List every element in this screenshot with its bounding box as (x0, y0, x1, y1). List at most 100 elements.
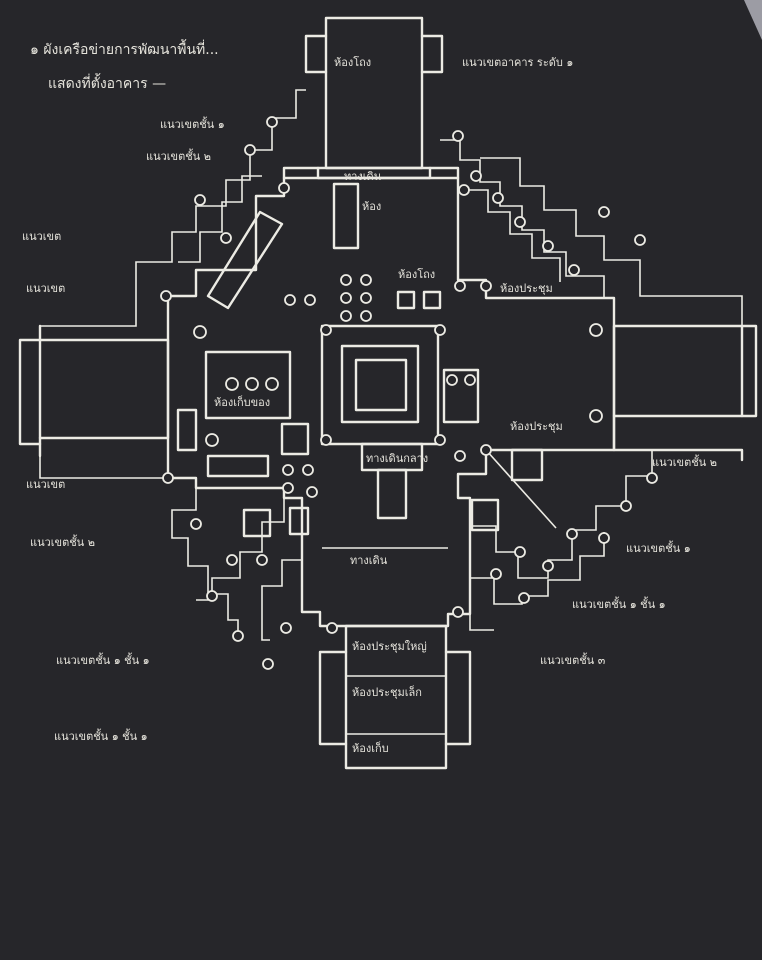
column (340, 292, 352, 304)
south-wing (318, 624, 472, 770)
central-top-edge (282, 166, 460, 180)
ne-stair-1 (440, 139, 605, 298)
column (514, 216, 526, 228)
east-small-box (442, 368, 480, 424)
column (282, 464, 294, 476)
south-square-left-2 (288, 506, 310, 536)
label-south-block-3: ห้องเก็บ (352, 741, 389, 755)
column (454, 450, 466, 462)
column (340, 274, 352, 286)
label-south-block-1: ห้องประชุมใหญ่ (352, 640, 427, 653)
column (266, 116, 278, 128)
column (589, 409, 603, 423)
east-wing-cap (740, 324, 758, 418)
column (434, 324, 446, 336)
column (598, 206, 610, 218)
column (492, 192, 504, 204)
sanctum-inner (354, 358, 408, 412)
south-wing-step-left (318, 650, 348, 746)
column (454, 280, 466, 292)
north-wing-step-left (304, 34, 328, 74)
column (542, 240, 554, 252)
west-label-box (206, 454, 270, 478)
title-line-1: ๑ ผังเครือข่ายการพัฒนาพื้นที่... (30, 39, 219, 58)
column (280, 622, 292, 634)
sw-stair-4 (39, 456, 168, 479)
column (232, 630, 244, 642)
column (278, 182, 290, 194)
column (490, 568, 502, 580)
east-wing (612, 324, 758, 462)
diagonal-link (485, 449, 557, 529)
north-wing-room (324, 16, 424, 170)
ne-stair-2 (462, 189, 561, 282)
west-small-box (176, 408, 198, 452)
column (284, 294, 296, 306)
label-upper-left-1: แนวเขตชั้น ๑ (160, 116, 225, 131)
plan-labels: ๑ ผังเครือข่ายการพัฒนาพื้นที่... แสดงที่… (22, 39, 717, 755)
column (568, 264, 580, 276)
sw-stair-2 (171, 488, 239, 636)
nw-stair-1 (40, 89, 306, 327)
label-left-2: แนวเขต (26, 282, 65, 295)
label-right-room-2: ห้องประชุม (510, 420, 563, 433)
label-top-hall: ห้องโถง (334, 55, 371, 69)
west-small-box-2 (280, 422, 310, 456)
column (220, 232, 232, 244)
north-square-2 (422, 290, 442, 310)
west-wing (18, 324, 170, 458)
column (256, 554, 268, 566)
column (458, 184, 470, 196)
column (244, 144, 256, 156)
label-corridor-north: ทางเดิน (344, 170, 382, 183)
west-wing-room (38, 338, 170, 440)
north-wing-step-right (420, 34, 444, 74)
column (620, 500, 632, 512)
nw-stair-2 (178, 175, 262, 263)
column (566, 528, 578, 540)
label-north-room: ห้อง (362, 200, 381, 213)
column (480, 280, 492, 292)
label-center-south: ทางเดินกลาง (366, 452, 428, 465)
north-square-1 (396, 290, 416, 310)
label-left-line-3: แนวเขตชั้น ๑ ชั้น ๑ (54, 728, 148, 743)
diagonal-ramp (206, 210, 284, 310)
west-wing-cap (18, 338, 42, 446)
label-right-room: ห้องประชุม (500, 282, 553, 295)
column (360, 310, 372, 322)
column (262, 658, 274, 670)
columns (160, 116, 658, 670)
column (162, 472, 174, 484)
east-wing-step (612, 414, 744, 462)
column (480, 444, 492, 456)
column (340, 310, 352, 322)
column (518, 592, 530, 604)
se-stair-1 (470, 450, 653, 579)
label-left-1: แนวเขต (22, 230, 61, 243)
central-body (166, 166, 616, 628)
column (464, 374, 476, 386)
label-left-line-1: แนวเขตชั้น ๒ (30, 534, 95, 549)
north-stair (332, 182, 360, 250)
column (360, 292, 372, 304)
title-line-2: แสดงที่ตั้งอาคาร — (48, 73, 166, 92)
west-panel (204, 350, 292, 420)
sanctum-middle (340, 344, 420, 424)
column (320, 324, 332, 336)
ne-stair-3 (480, 157, 743, 326)
east-square (510, 448, 544, 482)
column (542, 560, 554, 572)
north-wing (304, 16, 444, 180)
column (302, 464, 314, 476)
column (589, 323, 603, 337)
label-right-line-4: แนวเขตชั้น ๓ (540, 652, 605, 667)
south-wing-room (344, 624, 448, 770)
column (194, 194, 206, 206)
column (434, 434, 446, 446)
column (205, 433, 219, 447)
sw-stair-3 (261, 559, 302, 641)
south-square-left (242, 508, 272, 538)
column (190, 518, 202, 530)
column (634, 234, 646, 246)
